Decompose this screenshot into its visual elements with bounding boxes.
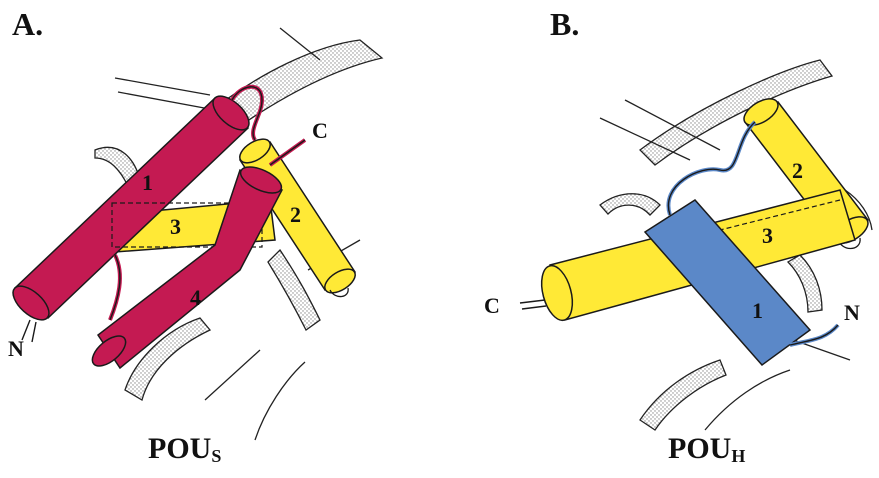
helix-a1-label: 1 (142, 170, 153, 195)
panel-b-title-main: POU (668, 432, 731, 465)
panel-b-title-sub: H (731, 446, 745, 466)
helix-a2-label: 2 (290, 202, 301, 227)
panel-a-title-main: POU (148, 432, 211, 465)
panel-b-n-terminus: N (844, 300, 860, 325)
helix-b2-label: 2 (792, 158, 803, 183)
helix-b3-label: 3 (762, 223, 773, 248)
panel-b-title: POUH (668, 432, 745, 467)
panel-a-title-sub: S (211, 446, 221, 466)
panel-a-c-terminus: C (312, 118, 328, 143)
helix-b1-label: 1 (752, 298, 763, 323)
helix-a3-label: 3 (170, 214, 181, 239)
panel-a-title: POUS (148, 432, 221, 467)
helix-a4-label: 4 (190, 285, 201, 310)
panel-b-c-terminus: C (484, 293, 500, 318)
panel-a-n-terminus: N (8, 336, 24, 361)
